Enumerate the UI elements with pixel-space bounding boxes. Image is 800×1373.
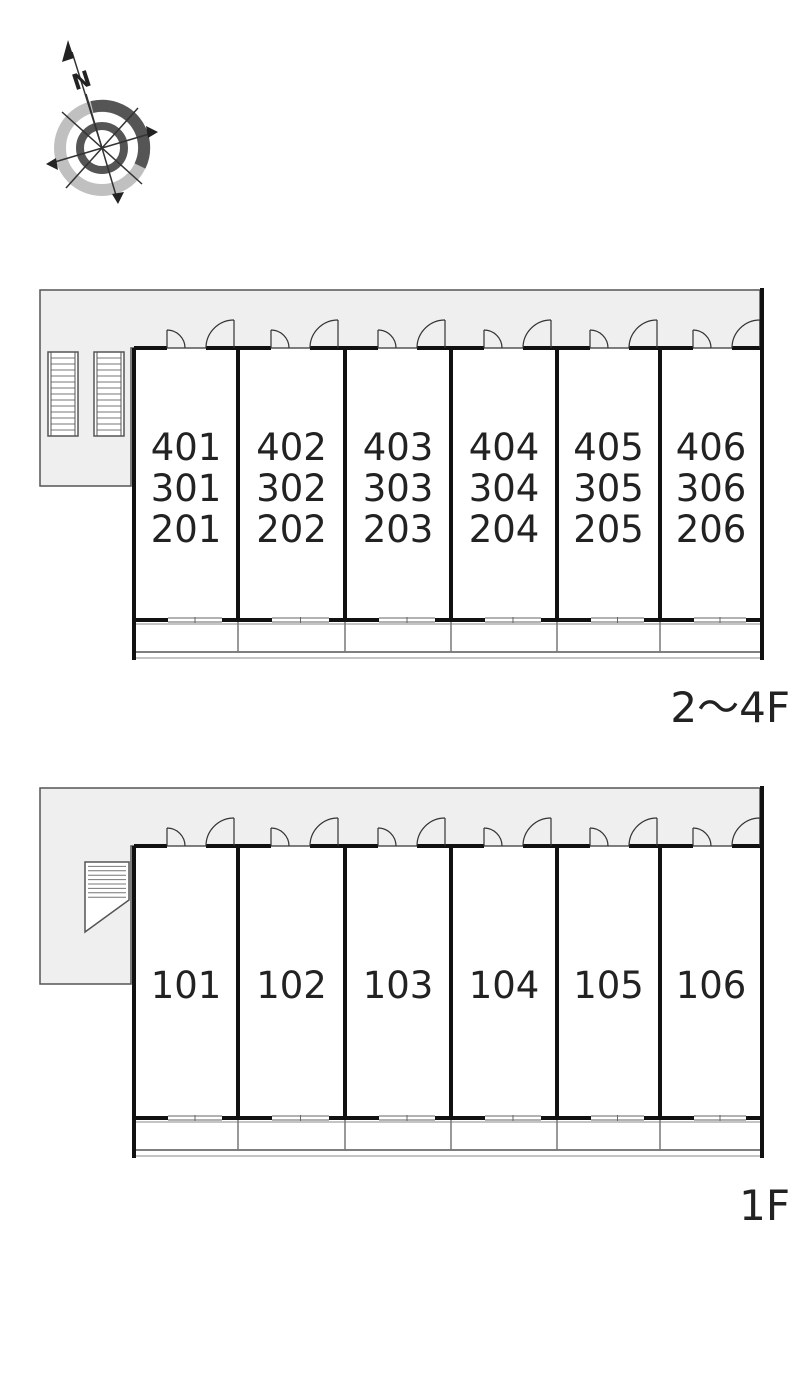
door-large-swing (205, 817, 235, 847)
unit-number: 306 (676, 467, 747, 510)
unit-106: 106 (660, 817, 762, 1121)
unit-number: 405 (573, 426, 644, 469)
unit-number: 103 (363, 964, 434, 1007)
door-small-swing (377, 329, 397, 349)
south-arrow-head (112, 192, 124, 204)
unit-number: 106 (676, 964, 747, 1007)
floors-layer: 4013012014023022024033032034043042044053… (39, 288, 790, 1230)
north-arrow-head (62, 40, 74, 62)
west-arrow-head (46, 158, 58, 170)
unit-number: 401 (151, 426, 222, 469)
staircase-2 (93, 351, 125, 437)
door-small-swing (483, 827, 503, 847)
door-small-swing (166, 329, 186, 349)
corridor (39, 787, 761, 985)
unit-number: 303 (363, 467, 434, 510)
unit-number: 305 (573, 467, 644, 510)
unit-number: 102 (256, 964, 327, 1007)
door-small-swing (270, 827, 290, 847)
compass-inner-ring (76, 122, 128, 174)
door-large-swing (309, 817, 339, 847)
staircase-1 (47, 351, 79, 437)
door-large-swing (628, 319, 658, 349)
unit-number: 104 (469, 964, 540, 1007)
unit-number: 101 (151, 964, 222, 1007)
unit-number: 406 (676, 426, 747, 469)
door-large-swing (416, 319, 446, 349)
unit-number: 202 (256, 508, 327, 551)
floor-ground: 101 102 103 104 105 106 1F (39, 786, 790, 1230)
door-large-swing (628, 817, 658, 847)
unit-number: 201 (151, 508, 222, 551)
compass-dark-arc (90, 99, 151, 169)
unit-number: 304 (469, 467, 540, 510)
door-large-swing (522, 817, 552, 847)
door-small-swing (589, 329, 609, 349)
floor-label: 1F (739, 1181, 790, 1230)
unit-number: 105 (573, 964, 644, 1007)
unit-number: 203 (363, 508, 434, 551)
floor-label: 2～4F (670, 683, 790, 732)
door-small-swing (483, 329, 503, 349)
door-large-swing (731, 817, 761, 847)
compass-lines (47, 51, 157, 203)
floor-upper: 4013012014023022024033032034043042044053… (39, 288, 790, 732)
door-small-swing (377, 827, 397, 847)
unit-number: 404 (469, 426, 540, 469)
door-large-swing (416, 817, 446, 847)
unit-number: 205 (573, 508, 644, 551)
staircase-triangular (84, 861, 130, 934)
door-small-swing (692, 827, 712, 847)
door-large-swing (522, 319, 552, 349)
unit-number: 302 (256, 467, 327, 510)
unit-number: 402 (256, 426, 327, 469)
north-label: N (69, 67, 94, 96)
door-small-swing (692, 329, 712, 349)
compass-rose-icon: N (46, 40, 158, 204)
door-small-swing (166, 827, 186, 847)
unit-number: 206 (676, 508, 747, 551)
unit-number: 403 (363, 426, 434, 469)
unit-105: 105 (557, 817, 660, 1121)
unit-101: 101 (134, 817, 238, 1121)
unit-104: 104 (451, 817, 557, 1121)
unit-103: 103 (345, 817, 451, 1121)
door-small-swing (589, 827, 609, 847)
door-large-swing (205, 319, 235, 349)
door-large-swing (731, 319, 761, 349)
unit-number: 204 (469, 508, 540, 551)
door-small-swing (270, 329, 290, 349)
unit-number: 301 (151, 467, 222, 510)
east-arrow-head (146, 126, 158, 138)
unit-102: 102 (238, 817, 345, 1121)
door-large-swing (309, 319, 339, 349)
